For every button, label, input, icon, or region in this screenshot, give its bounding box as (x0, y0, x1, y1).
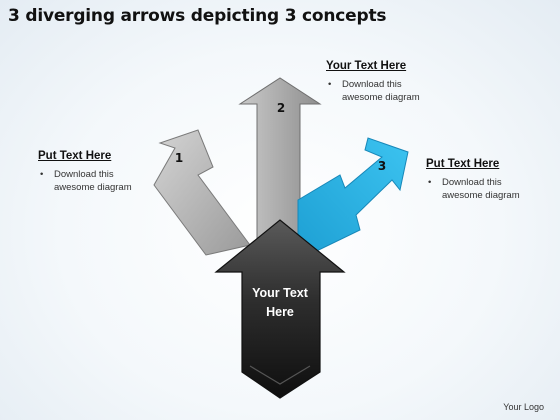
main-arrow-bottom-chevron (249, 365, 311, 385)
callout-left-heading: Put Text Here (38, 150, 112, 162)
callout-top-heading: Your Text Here (326, 60, 407, 72)
main-arrow-text-line1: Your Text (252, 286, 309, 300)
arrow-2-label: 2 (277, 101, 285, 115)
arrow-1-shape (153, 129, 251, 256)
callout-right-heading: Put Text Here (426, 158, 500, 170)
arrow-3-shape (297, 137, 409, 261)
page-title: 3 diverging arrows depicting 3 concepts (8, 6, 387, 26)
arrow-3-label: 3 (378, 159, 386, 173)
logo-text: Your Logo (503, 402, 544, 412)
main-arrow-text-line2: Here (266, 305, 294, 319)
arrow-1-label: 1 (175, 151, 183, 165)
main-arrow-shape (214, 219, 346, 399)
